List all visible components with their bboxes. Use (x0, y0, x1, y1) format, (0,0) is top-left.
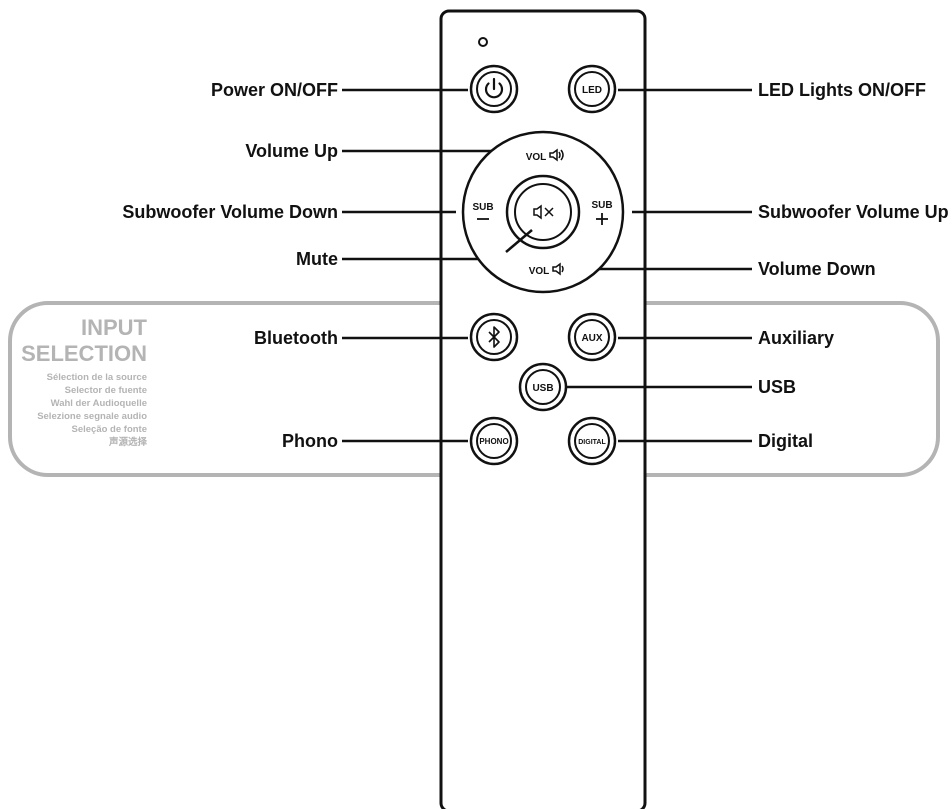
translation-zh: 声源选择 (108, 436, 148, 448)
led-lights-callout: LED Lights ON/OFF (758, 80, 926, 100)
volume-up-label: VOL (526, 152, 547, 163)
phono-button[interactable]: PHONO (469, 416, 519, 466)
auxiliary-callout: Auxiliary (758, 328, 834, 348)
speaker-quiet-icon (552, 262, 564, 276)
mute-icon (533, 204, 554, 220)
bluetooth-icon (488, 326, 500, 348)
ir-indicator-icon (478, 37, 488, 47)
translation-es: Selector de fuente (65, 385, 147, 396)
digital-button[interactable]: DIGITAL (567, 416, 617, 466)
power-button[interactable] (469, 64, 519, 114)
speaker-loud-icon (549, 148, 564, 162)
digital-callout: Digital (758, 431, 813, 451)
bluetooth-button[interactable] (469, 312, 519, 362)
translation-pt: Seleção de fonte (72, 424, 148, 435)
phono-callout: Phono (282, 431, 338, 451)
sub-volume-up-callout: Subwoofer Volume Up (758, 202, 949, 222)
input-selection-title-2: SELECTION (21, 341, 147, 366)
digital-button-label: DIGITAL (578, 439, 606, 446)
volume-down-button[interactable]: VOL (529, 262, 564, 277)
sub-volume-up-button[interactable]: SUB (591, 200, 613, 225)
translation-fr: Sélection de la source (47, 372, 147, 383)
sub-left-label: SUB (472, 202, 493, 213)
translation-de: Wahl der Audioquelle (51, 398, 147, 409)
mute-callout: Mute (296, 249, 338, 269)
input-selection-title-1: INPUT (81, 315, 148, 340)
led-button[interactable]: LED (567, 64, 617, 114)
usb-callout: USB (758, 377, 796, 397)
sub-volume-down-callout: Subwoofer Volume Down (122, 202, 338, 222)
mute-leader-line (505, 229, 533, 253)
volume-up-button[interactable]: VOL (526, 148, 564, 163)
volume-down-callout: Volume Down (758, 259, 876, 279)
power-callout: Power ON/OFF (211, 80, 338, 100)
phono-button-label: PHONO (479, 437, 508, 446)
usb-button-label: USB (532, 383, 553, 394)
aux-button[interactable]: AUX (567, 312, 617, 362)
volume-up-callout: Volume Up (245, 141, 338, 161)
plus-icon (596, 213, 608, 225)
bluetooth-callout: Bluetooth (254, 328, 338, 348)
translation-it: Selezione segnale audio (37, 411, 147, 422)
power-icon (484, 77, 504, 99)
mute-button[interactable] (505, 174, 581, 250)
sub-volume-down-button[interactable]: SUB (472, 202, 494, 220)
usb-button[interactable]: USB (518, 362, 568, 412)
volume-down-label: VOL (529, 266, 550, 277)
aux-button-label: AUX (581, 333, 602, 344)
sub-right-label: SUB (591, 200, 612, 211)
led-button-label: LED (582, 85, 602, 96)
